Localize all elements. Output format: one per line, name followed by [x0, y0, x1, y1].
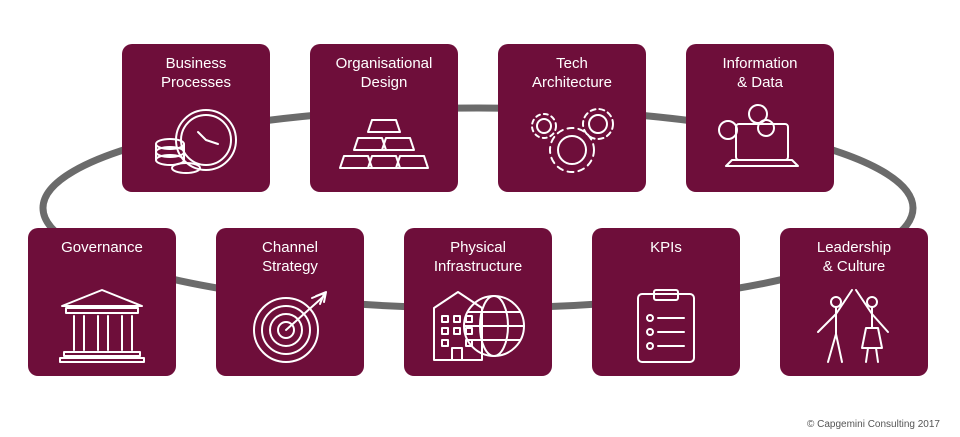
institution-columns-icon	[52, 288, 152, 364]
copyright-notice: © Capgemini Consulting 2017	[806, 419, 940, 430]
tile-tech-architecture: Tech Architecture	[498, 44, 646, 192]
tile-kpis: KPIs	[592, 228, 740, 376]
laptop-coins-icon	[710, 104, 810, 180]
tile-title: Leadership & Culture	[816, 239, 892, 275]
tile-title: Physical Infrastructure	[433, 239, 523, 275]
tile-business-processes: Business Processes	[122, 44, 270, 192]
tile-title: Governance	[61, 239, 143, 256]
tile-channel-strategy: Channel Strategy	[216, 228, 364, 376]
people-high-five-icon	[804, 288, 904, 364]
tile-title: Business Processes	[160, 55, 232, 91]
gears-icon	[522, 104, 622, 180]
tile-title: Channel Strategy	[262, 239, 318, 275]
building-globe-icon	[428, 288, 528, 364]
tile-title: KPIs	[650, 239, 682, 256]
tile-title: Tech Architecture	[531, 55, 613, 91]
clipboard-checklist-icon	[616, 288, 716, 364]
tile-information-data: Information & Data	[686, 44, 834, 192]
tile-organisational-design: Organisational Design	[310, 44, 458, 192]
clock-coins-icon	[146, 104, 246, 180]
target-arrow-icon	[240, 288, 340, 364]
tile-governance: Governance	[28, 228, 176, 376]
tile-title: Information & Data	[722, 55, 798, 91]
tile-title: Organisational Design	[335, 55, 433, 91]
tile-physical-infrastructure: Physical Infrastructure	[404, 228, 552, 376]
gold-bars-pyramid-icon	[334, 104, 434, 180]
tile-leadership-culture: Leadership & Culture	[780, 228, 928, 376]
